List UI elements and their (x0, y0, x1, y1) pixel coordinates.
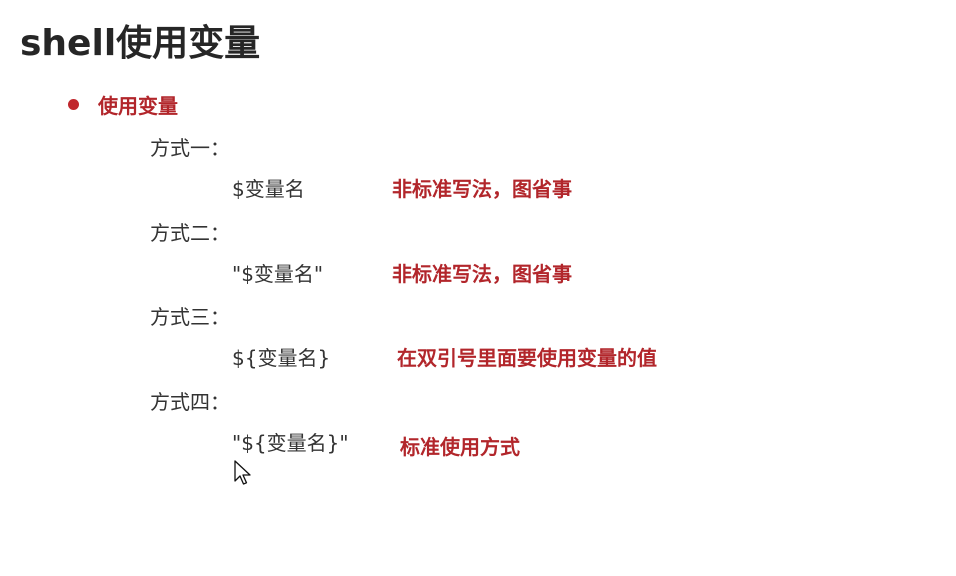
method-1-syntax: $变量名 (232, 177, 305, 201)
method-1-note: 非标准写法，图省事 (392, 177, 572, 201)
method-4-label: 方式四： (150, 390, 230, 414)
mouse-pointer-icon (234, 460, 251, 485)
method-2-note: 非标准写法，图省事 (392, 262, 572, 286)
slide-title: shell使用变量 (20, 23, 261, 64)
method-3-syntax: ${变量名} (232, 346, 331, 370)
method-1-label: 方式一： (150, 136, 230, 160)
method-2-label: 方式二： (150, 221, 230, 245)
bullet-label: 使用变量 (98, 94, 178, 118)
method-2-syntax: "$变量名" (232, 262, 324, 286)
method-4-syntax: "${变量名}" (232, 431, 349, 455)
method-3-label: 方式三： (150, 305, 230, 329)
bullet-dot-icon (68, 99, 79, 110)
bullet-item: 使用变量 (68, 90, 178, 119)
method-3-note: 在双引号里面要使用变量的值 (397, 346, 657, 370)
method-4-note: 标准使用方式 (400, 435, 520, 459)
